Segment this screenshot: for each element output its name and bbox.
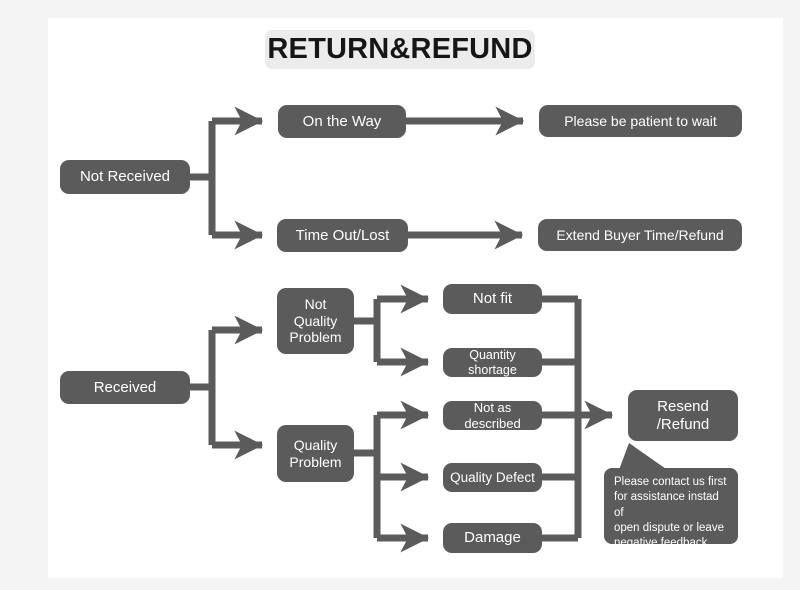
node-not-as-described[interactable]: Not as described — [443, 400, 542, 431]
node-quality-defect[interactable]: Quality Defect — [443, 463, 542, 492]
node-time-out-lost[interactable]: Time Out/Lost — [277, 219, 408, 252]
node-received[interactable]: Received — [60, 371, 190, 404]
node-quantity-shortage[interactable]: Quantity shortage — [443, 348, 542, 377]
node-please-be-patient-to-wait[interactable]: Please be patient to wait — [539, 105, 742, 137]
node-resend-refund[interactable]: Resend /Refund — [628, 390, 738, 441]
node-damage[interactable]: Damage — [443, 523, 542, 553]
node-on-the-way[interactable]: On the Way — [278, 105, 406, 138]
node-not-fit[interactable]: Not fit — [443, 284, 542, 314]
node-not-received[interactable]: Not Received — [60, 160, 190, 194]
page-title-text: RETURN&REFUND — [267, 33, 533, 65]
node-not-quality-problem[interactable]: Not Quality Problem — [277, 288, 354, 354]
node-extend-buyer-time-refund[interactable]: Extend Buyer Time/Refund — [538, 219, 742, 251]
page-title: RETURN&REFUND — [265, 30, 535, 69]
node-quality-problem[interactable]: Quality Problem — [277, 425, 354, 482]
contact-us-note: Please contact us first for assistance i… — [604, 468, 738, 549]
